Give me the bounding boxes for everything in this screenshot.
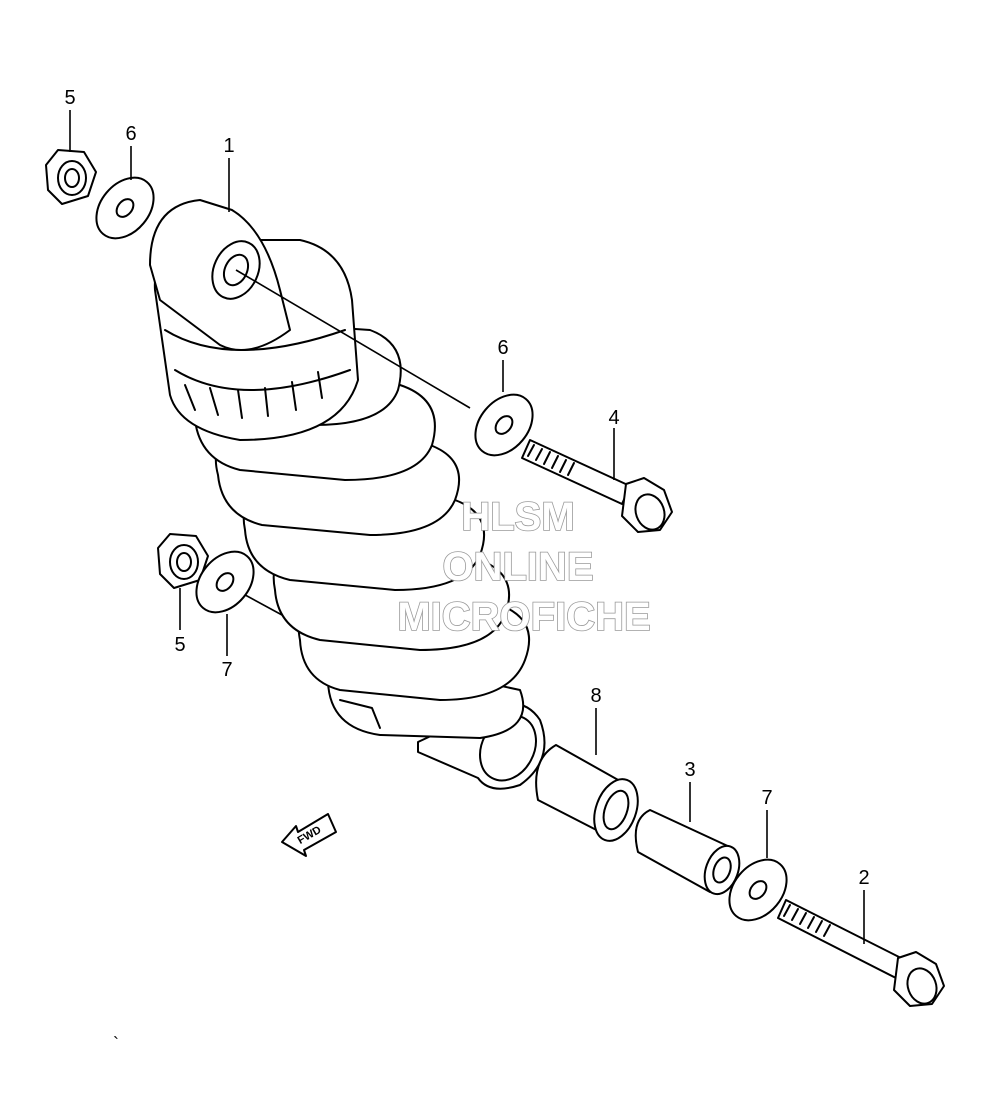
part-number-7-right: 7	[761, 787, 772, 809]
watermark-line-1: HLSM	[461, 495, 574, 539]
nut-lower	[157, 533, 209, 589]
spacer	[535, 744, 639, 842]
washer-upper-left	[95, 176, 155, 240]
part-number-7-left: 7	[221, 659, 232, 681]
part-number-5-lower: 5	[174, 634, 185, 656]
stray-mark: `	[113, 1034, 119, 1054]
nut-upper	[45, 149, 97, 205]
watermark-line-2: ONLINE	[442, 545, 593, 589]
forward-direction-arrow: FWD	[281, 813, 337, 857]
part-number-8: 8	[590, 685, 601, 707]
part-number-5-upper: 5	[64, 87, 75, 109]
washer-lower-left	[195, 550, 255, 614]
leader-lines	[69, 110, 865, 944]
part-number-1: 1	[223, 135, 234, 157]
part-number-6-upper: 6	[125, 123, 136, 145]
watermark: HLSM ONLINE MICROFICHE	[397, 494, 652, 640]
washer-middle	[474, 393, 534, 457]
long-bolt	[777, 899, 945, 1007]
shock-absorber-drawing	[149, 199, 546, 790]
watermark-line-3: MICROFICHE	[397, 595, 650, 639]
part-number-3: 3	[684, 759, 695, 781]
part-number-2: 2	[858, 867, 869, 889]
upper-bolt	[521, 439, 673, 533]
washer-lower-right	[728, 858, 788, 922]
part-number-6-middle: 6	[497, 337, 508, 359]
inner-collar	[634, 809, 741, 896]
part-number-4: 4	[608, 407, 619, 429]
